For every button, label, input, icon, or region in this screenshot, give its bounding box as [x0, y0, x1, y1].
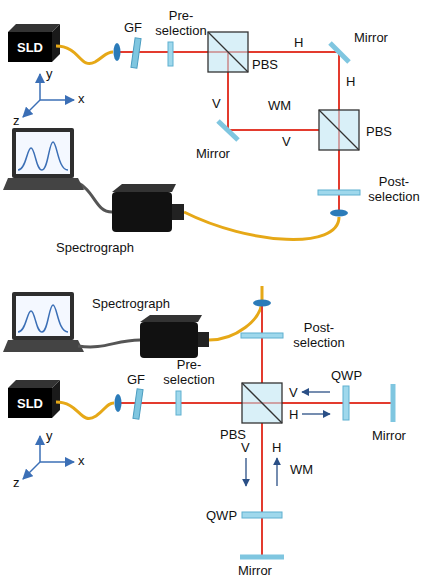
beam-splitter-cube: [242, 383, 282, 423]
optical-fiber: [209, 286, 262, 340]
cable: [78, 340, 140, 347]
spectrograph: [172, 204, 184, 220]
sld-source: [8, 388, 52, 418]
laptop-screen: [16, 296, 70, 336]
component-label: Mirror: [354, 30, 388, 45]
lens: [114, 43, 121, 61]
direction-arrow: [302, 413, 330, 414]
polarizer-plate: [318, 190, 360, 195]
component-label: Mirror: [372, 428, 406, 443]
component-label: GF: [127, 372, 145, 387]
direction-arrow: [276, 458, 277, 486]
sld-source: [8, 32, 52, 62]
lens: [115, 394, 122, 412]
sld-source: [8, 24, 60, 32]
component-label: GF: [124, 20, 142, 35]
mirror: [218, 121, 238, 140]
component-label: Post- selection: [362, 174, 426, 204]
region-label: WM: [290, 462, 313, 477]
region-label: WM: [268, 98, 291, 113]
optical-fiber: [56, 46, 113, 64]
source-label: SLD: [12, 396, 48, 411]
light-beam: [261, 423, 263, 555]
lens: [253, 300, 271, 307]
source-label: SLD: [12, 40, 48, 55]
axis: [40, 99, 74, 101]
polarizer-plate: [176, 391, 181, 415]
beam-splitter-cube: [319, 110, 359, 150]
component-label: Post- selection: [287, 320, 351, 350]
spectrograph: [140, 315, 202, 322]
axis-label: x: [78, 453, 85, 468]
axis: [39, 74, 41, 100]
component-label: PBS: [220, 427, 246, 442]
spectrograph: [140, 322, 198, 358]
axis-label: x: [78, 91, 85, 106]
lens: [330, 210, 348, 217]
polarization-label: H: [289, 407, 298, 422]
optical-fiber: [184, 212, 339, 239]
direction-arrow: [245, 458, 246, 486]
mirror: [240, 555, 284, 560]
axis: [40, 461, 74, 463]
spectrum-peaks: [18, 142, 68, 170]
quarter-wave-plate: [242, 512, 282, 518]
component-label: Pre- selection: [158, 357, 220, 387]
polarization-label: V: [282, 134, 291, 149]
gaussian-filter: [131, 38, 141, 69]
gaussian-filter: [133, 389, 143, 420]
axis-label: y: [46, 66, 53, 81]
optical-fiber: [56, 402, 114, 418]
mirror: [391, 384, 396, 422]
laptop-screen: [16, 132, 70, 174]
spectrograph: [112, 184, 176, 192]
mirror: [330, 43, 349, 62]
polarization-label: H: [294, 35, 303, 50]
component-label: Spectrograph: [92, 296, 170, 311]
quarter-wave-plate: [343, 386, 349, 420]
spectrograph: [198, 332, 209, 347]
spectrum-peaks: [18, 305, 68, 332]
beam-splitter-cube: [208, 32, 248, 72]
laptop: [3, 178, 84, 190]
laptop: [12, 128, 74, 178]
polarization-label: H: [272, 440, 281, 455]
sld-source: [8, 380, 60, 388]
beam-splitter-cube: [208, 32, 248, 72]
component-label: QWP: [206, 508, 237, 523]
beam-splitter-cube: [319, 110, 359, 150]
axis-label: z: [13, 113, 20, 128]
polarizer-plate: [241, 333, 283, 338]
beam-splitter-cube: [242, 383, 282, 423]
component-label: PBS: [366, 124, 392, 139]
light-beam: [261, 304, 263, 383]
polarization-label: V: [212, 96, 221, 111]
component-label: Spectrograph: [56, 240, 134, 255]
sld-source: [52, 380, 60, 418]
component-label: QWP: [331, 368, 362, 383]
laptop: [3, 340, 84, 352]
component-label: Pre- selection: [150, 8, 212, 38]
axis: [23, 100, 40, 117]
axis: [39, 436, 41, 462]
polarization-label: V: [241, 440, 250, 455]
sld-source: [52, 24, 60, 62]
polarizer-plate: [168, 42, 173, 66]
component-label: Mirror: [196, 146, 230, 161]
component-label: PBS: [252, 57, 278, 72]
laptop: [12, 292, 74, 340]
axis-label: y: [46, 428, 53, 443]
polarization-label: H: [346, 74, 355, 89]
axis: [23, 462, 40, 479]
axis-label: z: [13, 475, 20, 490]
spectrograph: [112, 192, 172, 232]
component-label: Mirror: [238, 563, 272, 578]
direction-arrow: [302, 391, 330, 392]
polarization-label: V: [289, 385, 298, 400]
